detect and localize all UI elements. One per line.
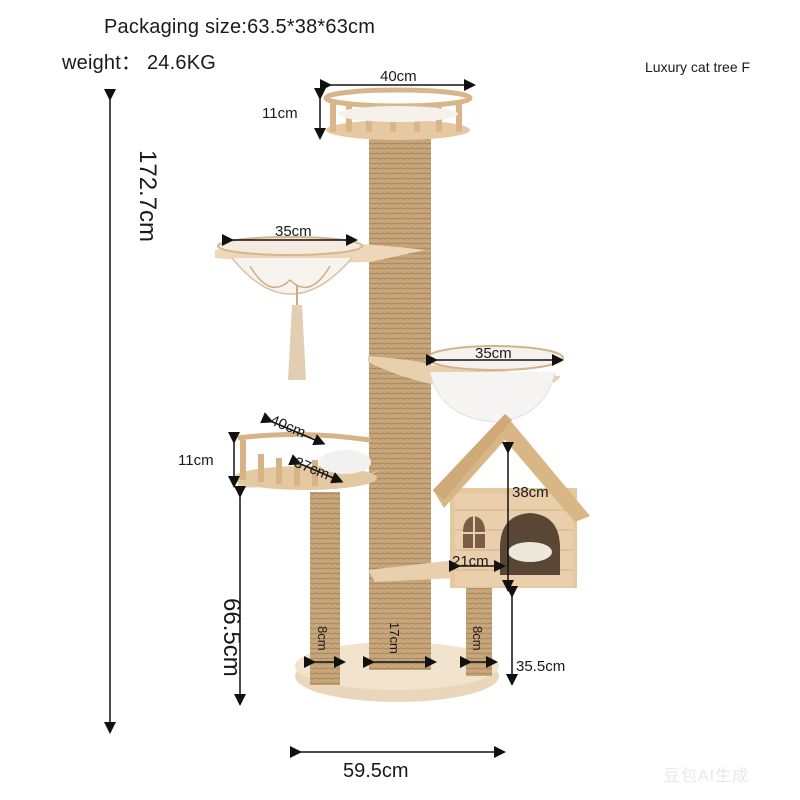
top-platform: [323, 87, 473, 140]
product-name-label: Luxury cat tree F: [645, 59, 751, 75]
main-post-diameter-label: 17cm: [387, 622, 402, 654]
top-platform-height-label: 11cm: [262, 105, 298, 122]
left-post: [310, 492, 340, 685]
right-post-diameter-label: 8cm: [470, 626, 485, 651]
hammock-width-label: 35cm: [275, 223, 312, 240]
lower-height-label: 66.5cm: [218, 598, 245, 677]
bowl-width-label: 35cm: [475, 345, 512, 362]
base-width-label: 59.5cm: [343, 760, 409, 782]
packaging-size-label: Packaging size:63.5*38*63cm: [104, 16, 376, 38]
house-post-height-label: 35.5cm: [516, 658, 566, 675]
total-height-label: 172.7cm: [134, 150, 161, 243]
watermark: 豆包AI生成: [664, 768, 750, 785]
house-shelf: [368, 560, 455, 582]
house-width-label: 21cm: [452, 553, 489, 570]
main-post: [369, 138, 431, 670]
weight-label: weight： 24.6KG: [62, 52, 216, 74]
left-post-diameter-label: 8cm: [315, 626, 330, 651]
top-platform-width-label: 40cm: [380, 68, 417, 85]
lower-platform-height-label: 11cm: [178, 452, 214, 469]
house-height-label: 38cm: [512, 484, 549, 501]
